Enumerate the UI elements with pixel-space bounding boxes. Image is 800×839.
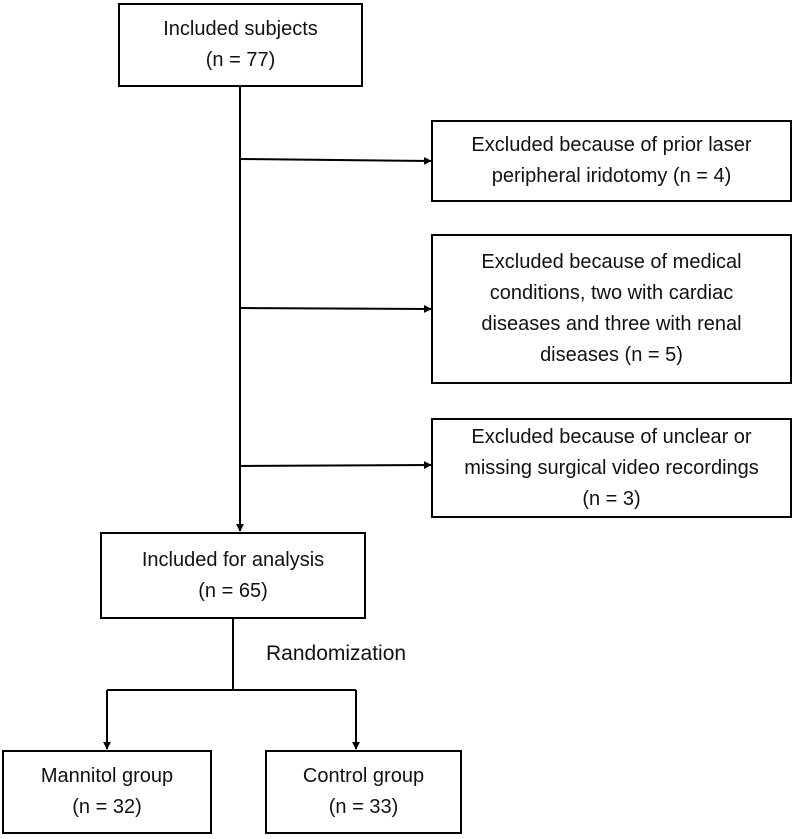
mannitol-group-box: Mannitol group (n = 32)	[2, 750, 212, 834]
excluded-video-line2: missing surgical video recordings	[464, 456, 759, 479]
included-subjects-box: Included subjects (n = 77)	[118, 3, 363, 87]
excluded-medical-line3: diseases and three with renal	[481, 313, 742, 335]
excluded-video-line3: (n = 3)	[582, 487, 641, 510]
excluded-medical-line2: conditions, two with cardiac	[489, 282, 734, 304]
excluded-lpi-line1: Excluded because of prior laser	[471, 134, 752, 156]
branch-arrow-medical	[239, 304, 432, 313]
branch-arrow-lpi	[239, 156, 432, 165]
excluded-lpi-box: Excluded because of prior laser peripher…	[431, 120, 792, 202]
control-group-box: Control group (n = 33)	[265, 750, 462, 834]
excluded-medical-line1: Excluded because of medical	[481, 251, 742, 273]
included-analysis-title: Included for analysis	[141, 548, 325, 571]
excluded-video-line1: Excluded because of unclear or	[471, 425, 752, 448]
control-group-count: (n = 33)	[328, 796, 399, 818]
mannitol-group-title: Mannitol group	[40, 765, 174, 787]
included-analysis-count: (n = 65)	[198, 579, 268, 602]
excluded-lpi-line2: peripheral iridotomy (n = 4)	[491, 165, 732, 187]
included-subjects-count: (n = 77)	[205, 49, 276, 71]
included-subjects-title: Included subjects	[163, 18, 318, 40]
excluded-video-box: Excluded because of unclear or missing s…	[431, 418, 792, 518]
excluded-medical-box: Excluded because of medical conditions, …	[431, 234, 792, 384]
control-group-title: Control group	[302, 765, 425, 787]
included-analysis-box: Included for analysis (n = 65)	[100, 532, 366, 619]
branch-arrow-video	[239, 461, 432, 470]
excluded-medical-line4: diseases (n = 5)	[540, 344, 683, 366]
mannitol-group-count: (n = 32)	[72, 796, 142, 818]
randomization-label: Randomization	[266, 642, 407, 665]
